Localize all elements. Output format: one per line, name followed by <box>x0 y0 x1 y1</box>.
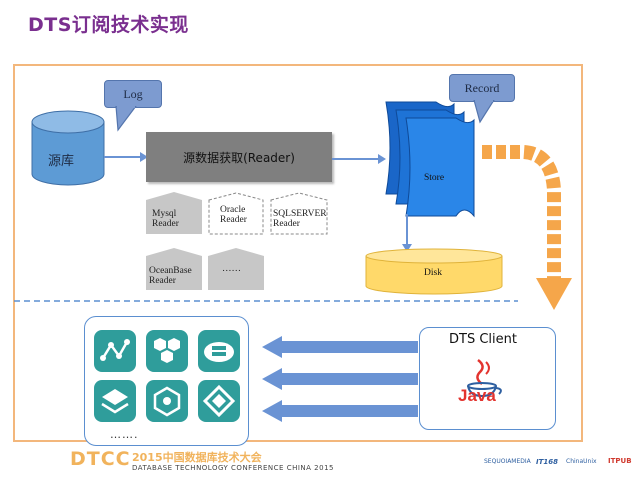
reader-tag-mysql <box>146 192 202 234</box>
store-label: Store <box>424 173 445 183</box>
footer-event-logo: DTCC <box>70 448 131 470</box>
source-db-label: 源库 <box>48 153 75 168</box>
reader-tag-oceanbase <box>146 248 202 290</box>
record-callout-label: Record <box>464 81 500 95</box>
diagram-frame <box>13 64 583 442</box>
reader-bar-label: 源数据获取(Reader) <box>183 150 295 165</box>
log-callout-tail <box>115 106 137 132</box>
arrow-reader-to-store <box>332 154 386 164</box>
layers-icon <box>94 380 136 422</box>
diamond-icon <box>198 380 240 422</box>
reader-tag-oracle <box>208 192 264 235</box>
sponsor-itpub: ITPUB <box>608 457 632 465</box>
footer <box>0 448 640 480</box>
reader-tag-more <box>208 248 264 290</box>
disk-label: Disk <box>424 268 442 278</box>
record-callout-tail <box>473 100 495 124</box>
source-db-cylinder <box>31 110 105 186</box>
dts-client-title: DTS Client <box>449 332 517 347</box>
disk-cylinder <box>365 248 503 295</box>
arrow-db-to-reader <box>104 152 148 162</box>
cloud-database-icon <box>198 330 240 372</box>
apps-more: ……. <box>110 428 139 441</box>
reader-tag-more-label: …… <box>222 264 241 274</box>
reader-bar: 源数据获取(Reader) <box>146 132 332 182</box>
sponsor-it168: IT168 <box>536 458 558 466</box>
network-cube-icon <box>146 380 188 422</box>
sponsor-sequoia: SEQUOIAMEDIA <box>484 458 531 465</box>
client-to-apps-arrows <box>262 336 418 422</box>
java-cup-icon <box>467 359 502 398</box>
graph-icon <box>94 330 136 372</box>
arrow-store-to-disk <box>402 214 412 252</box>
section-divider <box>14 300 518 302</box>
record-callout: Record <box>449 74 515 102</box>
hexagon-cluster-icon <box>146 330 188 372</box>
slide-title: DTS订阅技术实现 <box>28 14 189 36</box>
footer-event-cn: 2015中国数据库技术大会 <box>132 451 262 464</box>
java-logo-text: Java <box>458 386 496 405</box>
store-stack <box>385 101 475 218</box>
dts-client-box <box>419 327 556 430</box>
sponsor-chinaunix: ChinaUnix <box>566 458 597 465</box>
footer-subtitle: DATABASE TECHNOLOGY CONFERENCE CHINA 201… <box>132 464 334 472</box>
log-callout: Log <box>104 80 162 108</box>
orange-curved-arrow <box>482 145 572 310</box>
log-callout-label: Log <box>123 87 143 101</box>
